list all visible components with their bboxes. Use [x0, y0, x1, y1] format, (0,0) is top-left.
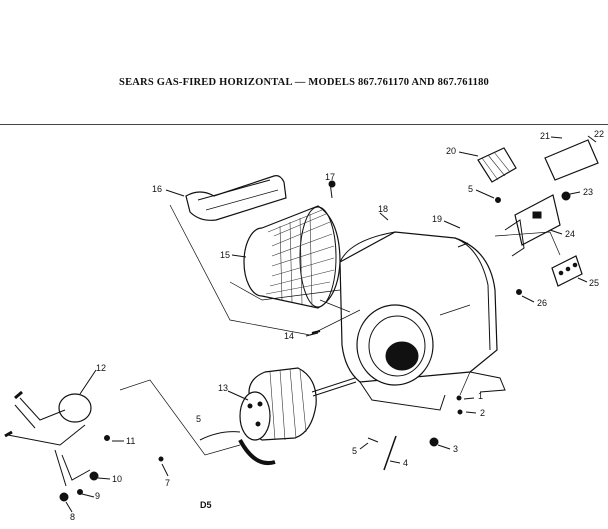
blower-wheel [243, 205, 341, 309]
callout-5-lower: 5 [352, 446, 357, 456]
diagram-title: SEARS GAS-FIRED HORIZONTAL — MODELS 867.… [119, 77, 489, 88]
motor-mount [4, 390, 92, 487]
callout-23: 23 [583, 187, 593, 197]
terminal-block [551, 255, 583, 287]
assembly-outline [169, 204, 361, 336]
callout-14: 14 [284, 331, 294, 341]
diagram-code: D5 [200, 500, 212, 510]
callout-22: 22 [594, 129, 604, 139]
callout-7: 7 [165, 478, 170, 488]
callout-9: 9 [95, 491, 100, 501]
blower-housing [339, 231, 506, 411]
callout-24: 24 [565, 229, 575, 239]
callout-2: 2 [480, 408, 485, 418]
callout-25: 25 [589, 278, 599, 288]
callout-13: 13 [218, 383, 228, 393]
callout-21: 21 [540, 131, 550, 141]
callout-labels: 1 2 3 4 5 5 5 7 8 9 10 11 12 13 14 15 16… [70, 129, 604, 522]
relay-bracket [504, 194, 561, 257]
control-outline [494, 231, 561, 256]
capacitor [477, 147, 517, 183]
callout-16: 16 [152, 184, 162, 194]
cutoff-plate [185, 175, 287, 221]
callout-1: 1 [478, 391, 483, 401]
blower-motor [199, 367, 357, 465]
fasteners [59, 180, 571, 502]
callout-4: 4 [403, 458, 408, 468]
callout-26: 26 [537, 298, 547, 308]
mount-leader [119, 379, 241, 456]
callout-5-motor: 5 [196, 414, 201, 424]
callout-15: 15 [220, 250, 230, 260]
callout-18: 18 [378, 204, 388, 214]
callout-20: 20 [446, 146, 456, 156]
callout-10: 10 [112, 474, 122, 484]
callout-19: 19 [432, 214, 442, 224]
callout-3: 3 [453, 444, 458, 454]
callout-11: 11 [126, 436, 135, 446]
control-cover [544, 139, 599, 181]
callout-5-upper: 5 [468, 184, 473, 194]
callout-17: 17 [325, 172, 335, 182]
callout-8: 8 [70, 512, 75, 522]
callout-12: 12 [96, 363, 106, 373]
callout-leaders [65, 135, 597, 513]
title-divider [0, 124, 608, 125]
